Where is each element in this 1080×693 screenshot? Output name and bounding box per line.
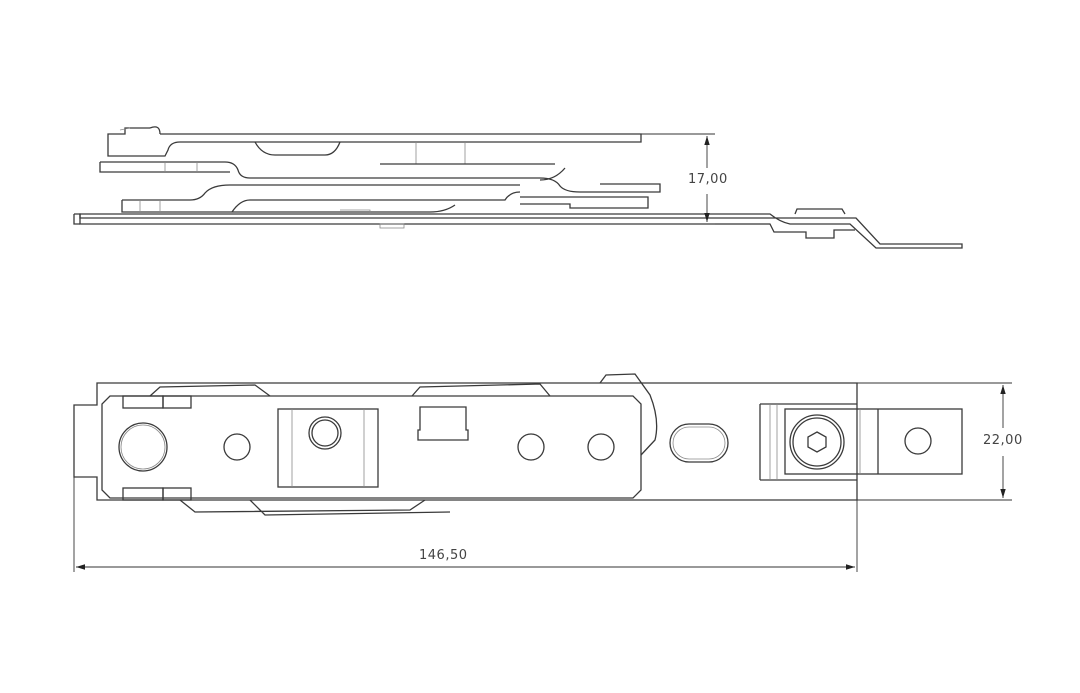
top-view — [73, 373, 963, 516]
height-dimension-label: 17,00 — [686, 172, 730, 187]
side-view — [73, 126, 963, 249]
hex-socket-icon — [807, 431, 827, 453]
width-dimension-label: 22,00 — [981, 433, 1025, 448]
dimensions — [73, 133, 1012, 572]
length-dimension-label: 146,50 — [417, 548, 470, 563]
